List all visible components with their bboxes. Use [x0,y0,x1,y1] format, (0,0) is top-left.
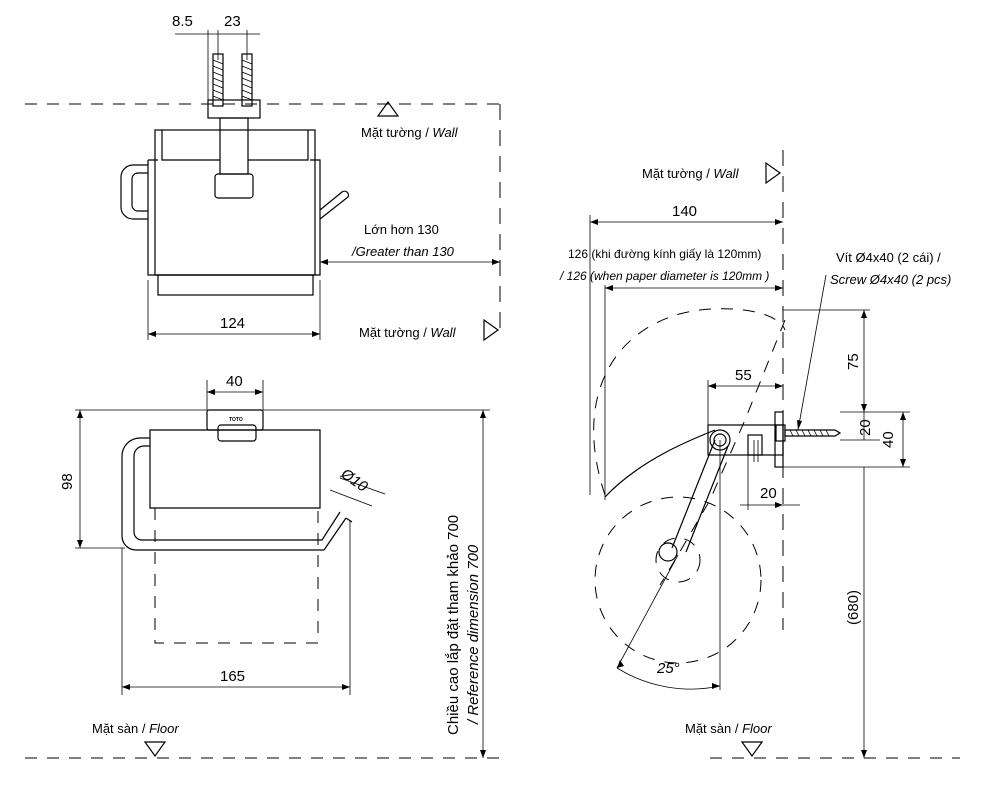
dim-40-right: 40 [880,431,897,448]
dim-75: 75 [845,353,862,370]
cover-outer-top [154,129,316,276]
screw-right [241,53,253,107]
dim-140: 140 [672,203,697,220]
roll-arm-dashed [659,319,786,586]
paper-note-en: / 126 (when paper diameter is 120mm ) [559,269,769,283]
dim-165: 165 [220,668,245,685]
side-view: Mặt tường / Wall 140 126 (khi đường kính… [559,150,960,759]
screw-label-vi: Vít Ø4x40 (2 cái) / [836,250,941,265]
dim-680: (680) [845,590,862,625]
clip-top [214,173,254,199]
frame-outer-front [121,437,347,551]
screw-side [784,429,842,437]
wall-label-bottom: Mặt tường / Wall [359,325,457,340]
ref-height-en: / Reference dimension 700 [465,544,482,725]
dim-40-top: 40 [226,373,243,390]
floor-triangle-left [143,741,167,758]
front-view: 40 TOTO 98 Ø10 165 Chiều cao lắp đặ [25,373,500,759]
dim-124: 124 [220,315,245,332]
wall-triangle-bottom [483,318,500,342]
greater-label-vi: Lớn hơn 130 [364,222,439,237]
screw-left [212,53,224,107]
floor-triangle-right [740,741,764,758]
wall-triangle-top [376,100,400,117]
stem-top [219,117,249,175]
floor-label-left: Mặt sàn / Floor [92,721,179,736]
dim-55: 55 [735,367,752,384]
brand-logo: TOTO [229,417,243,423]
roll-front [154,508,319,644]
top-view: 8.5 23 124 Lớn hơn 130 /Greater than 130… [25,13,501,342]
angle-arc [616,667,721,690]
arm-side [671,439,729,553]
wall-triangle-side [765,161,782,185]
floor-label-right: Mặt sàn / Floor [685,721,772,736]
greater-label-en: /Greater than 130 [351,244,455,259]
arm-right-top [319,190,350,220]
clip-front [217,424,257,442]
cover-body-top [147,159,321,276]
dim-20-right: 20 [857,419,874,436]
handle-left-top [120,164,148,220]
wall-label-side: Mặt tường / Wall [642,166,740,181]
ref-height-vi: Chiều cao lắp đặt tham khảo 700 [445,515,462,735]
dim-23: 23 [224,13,241,30]
paper-note-vi: 126 (khi đường kính giấy là 120mm) [568,247,761,261]
dim-25deg: 25° [656,660,680,677]
screw-label-en: Screw Ø4x40 (2 pcs) [830,272,951,287]
dim-98: 98 [59,473,76,490]
dim-8-5: 8.5 [172,13,193,30]
cover-inner-top [161,130,309,161]
cover-arc [604,429,716,498]
wall-label-top: Mặt tường / Wall [361,125,459,140]
dim-20-bottom: 20 [760,485,777,502]
wall-block [774,411,784,468]
roll-circle-small [594,496,762,664]
dim-phi10: Ø10 [337,465,371,496]
cover-front [149,429,321,509]
roll-arc-large [593,308,786,496]
roll-top [157,274,314,296]
